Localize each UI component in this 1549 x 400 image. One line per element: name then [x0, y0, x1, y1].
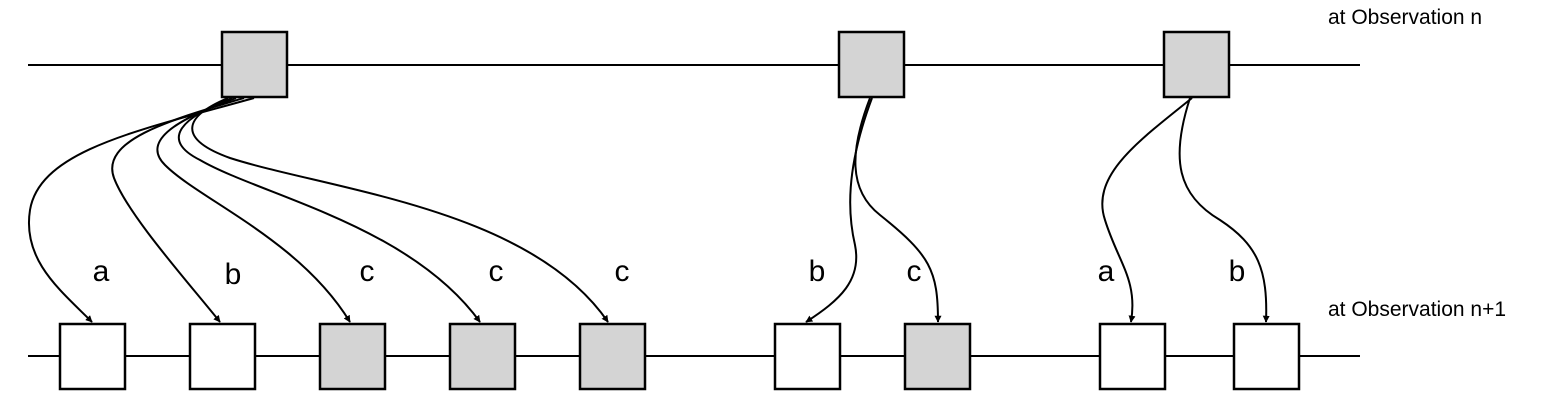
- edge-t3-to-b8: [1101, 97, 1193, 323]
- bottom-node-3-shaded: [318, 322, 387, 391]
- bottom-node-1-unshaded: [58, 322, 127, 391]
- bottom-row-label: at Observation n+1: [1328, 298, 1506, 321]
- edge-t2-to-b6: [805, 97, 873, 323]
- bottom-node-6-unshaded: [773, 322, 842, 391]
- nodes-layer: [58, 30, 1301, 391]
- top-node-3-shaded: [1162, 30, 1231, 99]
- edge-t2-to-b7: [854, 97, 942, 323]
- bottom-node-4-shaded: [448, 322, 517, 391]
- edge-t1-to-b3: [156, 97, 351, 323]
- edge-label-t3-to-b8: a: [1098, 255, 1115, 288]
- edge-label-t1-to-b2: b: [225, 258, 242, 291]
- edge-label-t1-to-b1: a: [93, 255, 110, 288]
- top-node-1-shaded: [220, 30, 289, 99]
- edge-t3-to-b9: [1178, 97, 1270, 323]
- top-row-label: at Observation n: [1328, 6, 1482, 29]
- bottom-node-9-unshaded: [1232, 322, 1301, 391]
- edge-t1-to-b4: [177, 97, 481, 323]
- bottom-node-8-unshaded: [1098, 322, 1167, 391]
- bottom-node-7-shaded: [903, 322, 972, 391]
- edge-label-t1-to-b3: c: [360, 255, 375, 288]
- edge-label-t2-to-b6: b: [809, 255, 826, 288]
- edge-t1-to-b5: [191, 97, 609, 323]
- edge-label-t1-to-b4: c: [489, 255, 504, 288]
- top-node-2-shaded: [837, 30, 906, 99]
- edge-t1-to-b2: [111, 97, 245, 323]
- edge-label-t3-to-b9: b: [1229, 255, 1246, 288]
- edge-t1-to-b1: [27, 97, 255, 323]
- edge-label-t1-to-b5: c: [615, 255, 630, 288]
- edge-label-t2-to-b7: c: [907, 255, 922, 288]
- bottom-node-2-unshaded: [188, 322, 257, 391]
- bottom-node-5-shaded: [578, 322, 647, 391]
- edges-layer: [27, 97, 1270, 323]
